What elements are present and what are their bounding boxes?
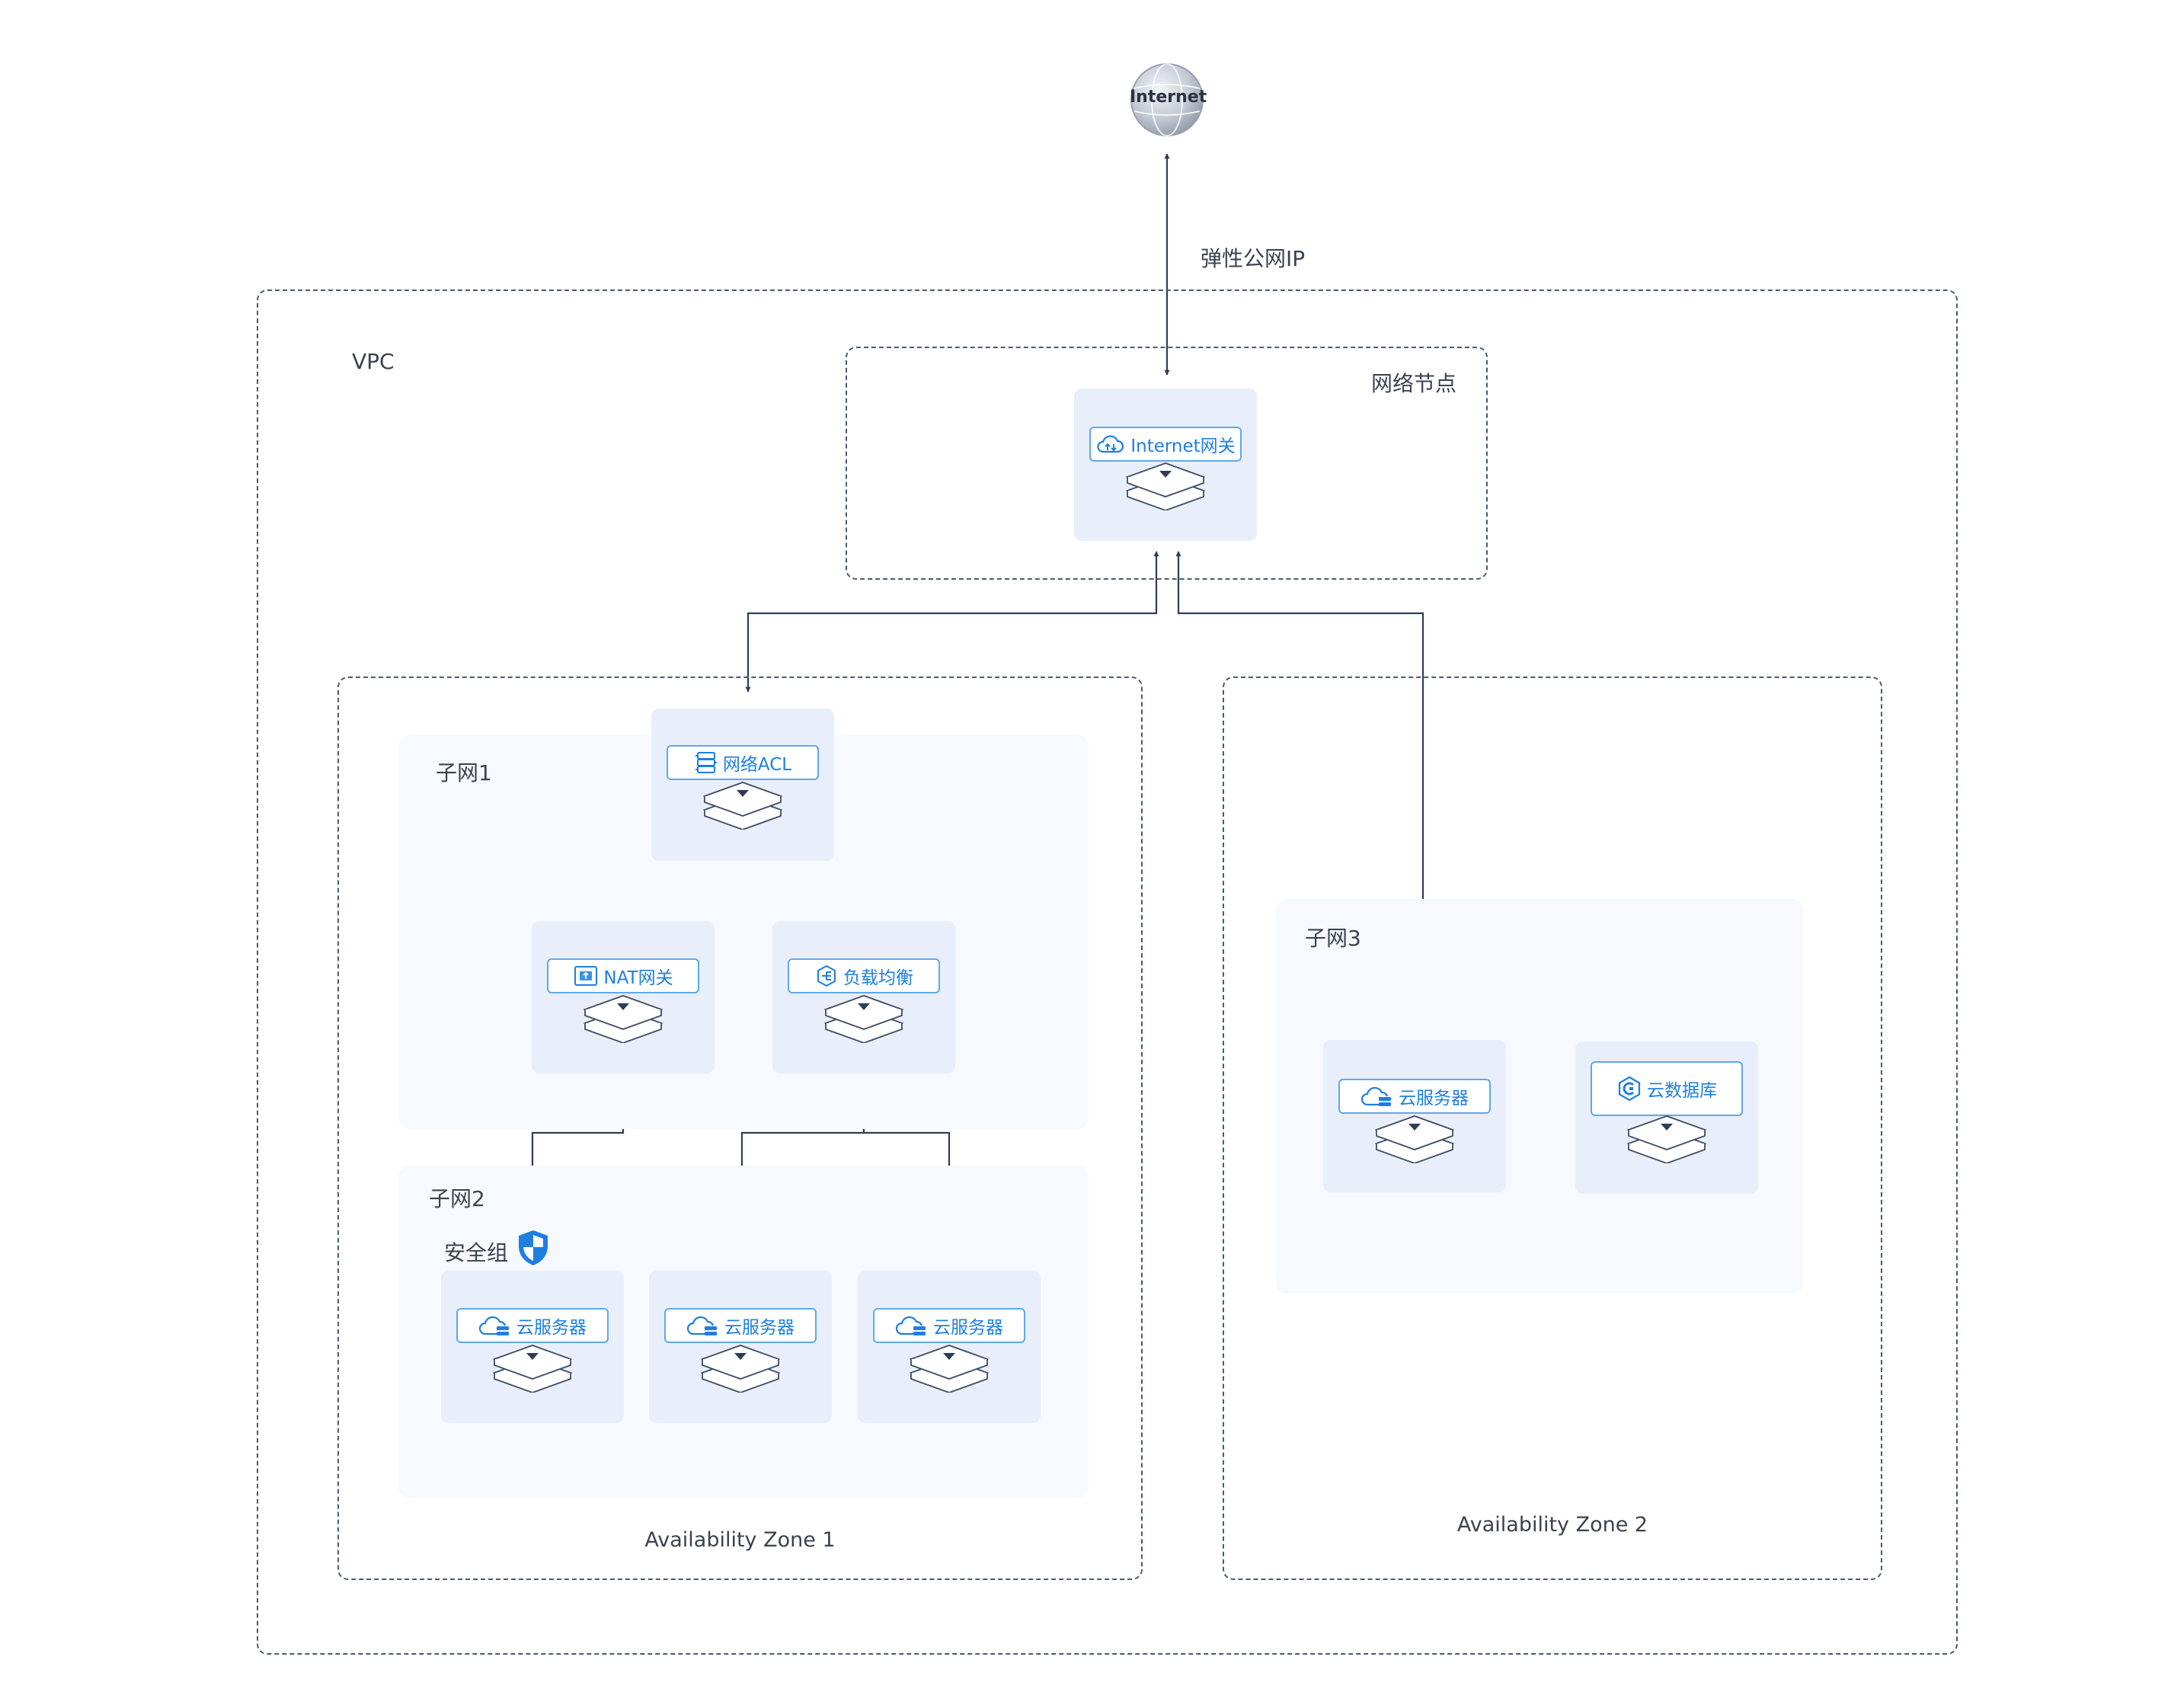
server-label-3: 云服务器 xyxy=(933,1318,1003,1338)
cloud-server-icon xyxy=(478,1316,509,1335)
layers-stack-icon xyxy=(492,1345,573,1393)
subnet2-label: 子网2 xyxy=(429,1186,485,1211)
vpc-label: VPC xyxy=(352,349,395,374)
nat-label: NAT网关 xyxy=(603,968,673,988)
layers-stack-icon xyxy=(823,995,904,1044)
cloud-gateway-icon xyxy=(1097,435,1124,453)
layers-stack-icon xyxy=(1626,1115,1707,1164)
cloud-server-icon xyxy=(686,1316,717,1335)
load-balancer-icon xyxy=(817,964,836,987)
lb-chip[interactable]: 负载均衡 xyxy=(788,958,940,993)
layers-stack-icon xyxy=(702,782,783,830)
subnet3-server-label: 云服务器 xyxy=(1399,1089,1469,1108)
server-label-1: 云服务器 xyxy=(516,1318,587,1338)
database-label: 云数据库 xyxy=(1647,1081,1717,1101)
eip-label: 弹性公网IP xyxy=(1201,246,1306,271)
vpc-boundary xyxy=(257,289,1958,1655)
internet-gateway-label: Internet网关 xyxy=(1130,437,1236,456)
server-chip-3[interactable]: 云服务器 xyxy=(873,1308,1025,1343)
nat-stack xyxy=(582,994,664,1046)
acl-stack xyxy=(702,781,784,833)
az2-boundary xyxy=(1223,676,1882,1580)
az2-label: Availability Zone 2 xyxy=(1456,1513,1648,1537)
server-stack-2 xyxy=(699,1344,782,1396)
az1-boundary xyxy=(337,676,1143,1580)
acl-icon xyxy=(695,752,717,773)
layers-stack-icon xyxy=(1374,1115,1455,1164)
internet-label: Internet xyxy=(1130,88,1207,107)
internet-gateway-stack xyxy=(1124,462,1207,513)
shield-icon xyxy=(519,1230,548,1265)
subnet1-label: 子网1 xyxy=(436,760,492,785)
layers-stack-icon xyxy=(1125,462,1206,511)
server-chip-2[interactable]: 云服务器 xyxy=(664,1308,817,1343)
line-gateway-acl xyxy=(745,551,1159,692)
internet-gateway-chip[interactable]: Internet网关 xyxy=(1089,427,1242,462)
az1-label: Availability Zone 1 xyxy=(644,1528,836,1552)
security-group-label: 安全组 xyxy=(444,1240,509,1265)
security-group-shield xyxy=(516,1228,551,1271)
server-chip-1[interactable]: 云服务器 xyxy=(456,1308,609,1343)
cloud-server-icon xyxy=(1360,1086,1391,1106)
globe-icon xyxy=(1130,63,1204,136)
server-stack-3 xyxy=(908,1344,990,1396)
acl-chip[interactable]: 网络ACL xyxy=(667,745,819,780)
acl-label: 网络ACL xyxy=(722,755,792,775)
nat-gateway-icon xyxy=(574,966,598,986)
subnet3-label: 子网3 xyxy=(1305,926,1361,951)
network-node-label: 网络节点 xyxy=(1371,371,1457,396)
network-node-boundary xyxy=(846,347,1488,580)
subnet3-server-chip[interactable]: 云服务器 xyxy=(1338,1079,1491,1114)
lb-label: 负载均衡 xyxy=(843,968,913,988)
server-label-2: 云服务器 xyxy=(724,1318,795,1338)
internet-globe: Internet xyxy=(1130,62,1207,137)
layers-stack-icon xyxy=(909,1345,990,1393)
layers-stack-icon xyxy=(700,1345,781,1393)
layers-stack-icon xyxy=(583,995,663,1044)
nat-chip[interactable]: NAT网关 xyxy=(547,958,699,993)
lb-stack xyxy=(823,994,905,1046)
database-chip[interactable]: 云数据库 xyxy=(1591,1061,1743,1116)
database-stack xyxy=(1626,1115,1708,1166)
server-stack-1 xyxy=(491,1344,574,1396)
cloud-database-icon xyxy=(1618,1076,1641,1102)
line-gateway-server3 xyxy=(1175,551,1426,1025)
subnet3-server-stack xyxy=(1373,1115,1456,1166)
cloud-server-icon xyxy=(895,1316,926,1335)
